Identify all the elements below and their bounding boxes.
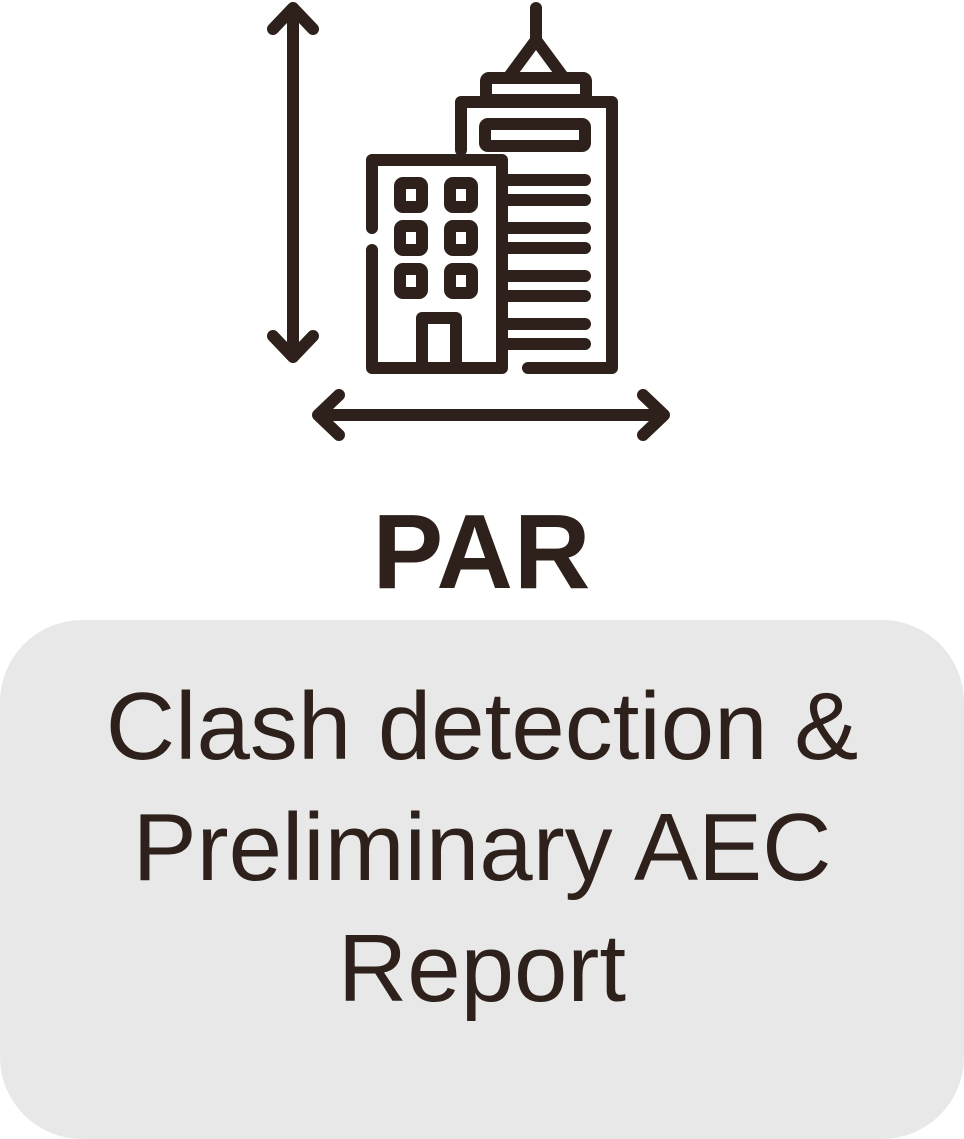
description-card <box>0 620 964 1139</box>
description-text: Clash detection & Preliminary AEC Report <box>0 666 964 1029</box>
description-line: Clash detection & <box>105 673 859 780</box>
office-building-icon <box>366 154 508 374</box>
description-line: Preliminary AEC <box>132 794 832 901</box>
horizontal-arrow-icon <box>312 389 670 441</box>
building-dimensions-icon <box>262 0 682 450</box>
vertical-arrow-icon <box>267 2 319 363</box>
description-line: Report <box>337 915 627 1022</box>
page-title: PAR <box>372 493 592 611</box>
tower-icon <box>455 2 618 374</box>
